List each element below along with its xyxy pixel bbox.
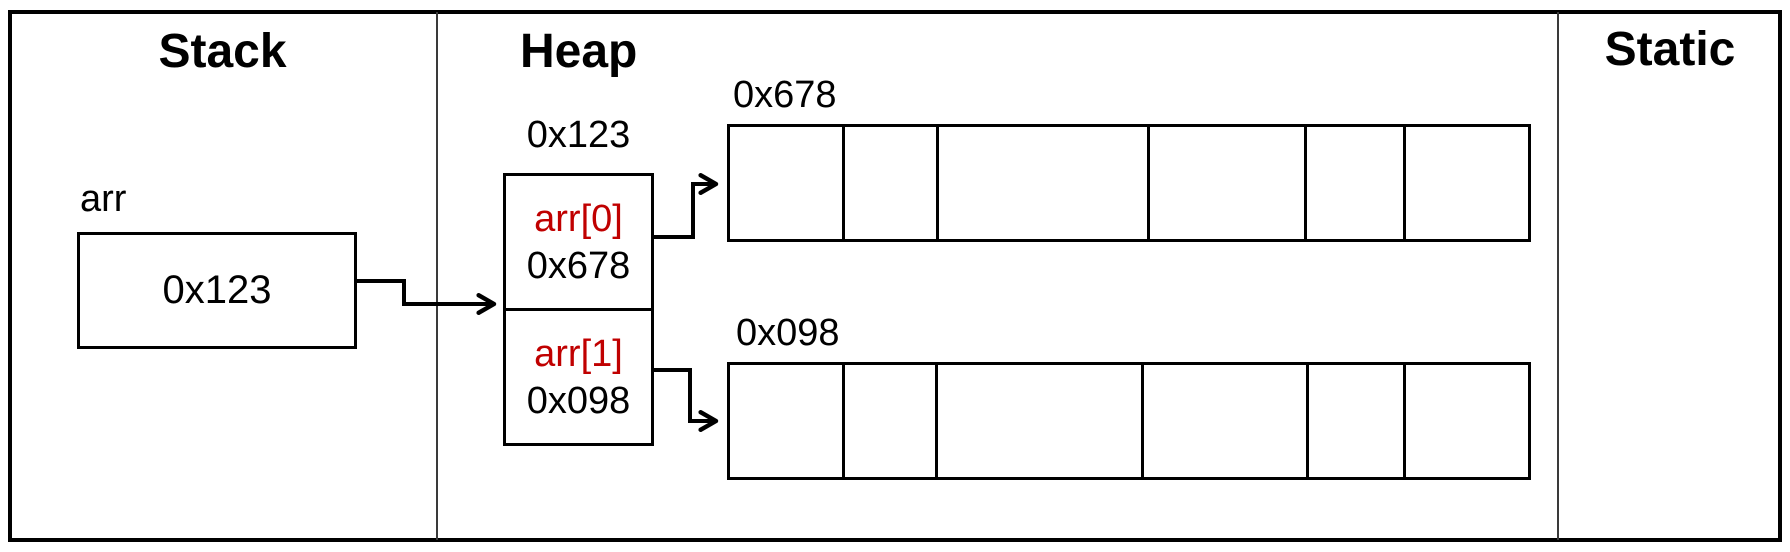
heap-static-divider: [1557, 12, 1559, 540]
array-cell: [938, 365, 1144, 477]
section-title-stack: Stack: [158, 25, 287, 78]
heap-array-1-address-label: 0x098: [736, 312, 840, 354]
heap-array-0: [727, 124, 1531, 242]
stack-heap-divider: [436, 12, 438, 540]
array-cell: [1144, 365, 1309, 477]
diagram-outer-frame: [8, 10, 1782, 542]
section-title-static: Static: [1604, 23, 1736, 76]
pointer-box-address-label: 0x123: [526, 114, 631, 156]
array-cell: [730, 127, 846, 239]
heap-array-1: [727, 362, 1531, 480]
stack-variable-value: 0x123: [162, 268, 272, 312]
array-cell: [1309, 365, 1406, 477]
section-title-heap: Heap: [520, 25, 638, 78]
array-cell: [845, 365, 939, 477]
array-cell: [1406, 365, 1528, 477]
pointer-slot-1-value: 0x098: [526, 379, 631, 422]
array-cell: [730, 365, 846, 477]
heap-pointer-box: arr[0] 0x678 arr[1] 0x098: [503, 173, 654, 446]
heap-array-0-address-label: 0x678: [733, 74, 837, 116]
stack-variable-label: arr: [80, 178, 127, 220]
pointer-slot-1: arr[1] 0x098: [506, 311, 651, 443]
stack-variable-box: 0x123: [77, 232, 357, 349]
array-cell: [845, 127, 940, 239]
pointer-slot-1-name: arr[1]: [534, 332, 623, 375]
pointer-slot-0-value: 0x678: [526, 244, 631, 287]
array-cell: [939, 127, 1150, 239]
pointer-slot-0: arr[0] 0x678: [506, 176, 651, 311]
array-cell: [1307, 127, 1406, 239]
array-cell: [1150, 127, 1307, 239]
pointer-slot-0-name: arr[0]: [534, 197, 623, 240]
array-cell: [1406, 127, 1528, 239]
